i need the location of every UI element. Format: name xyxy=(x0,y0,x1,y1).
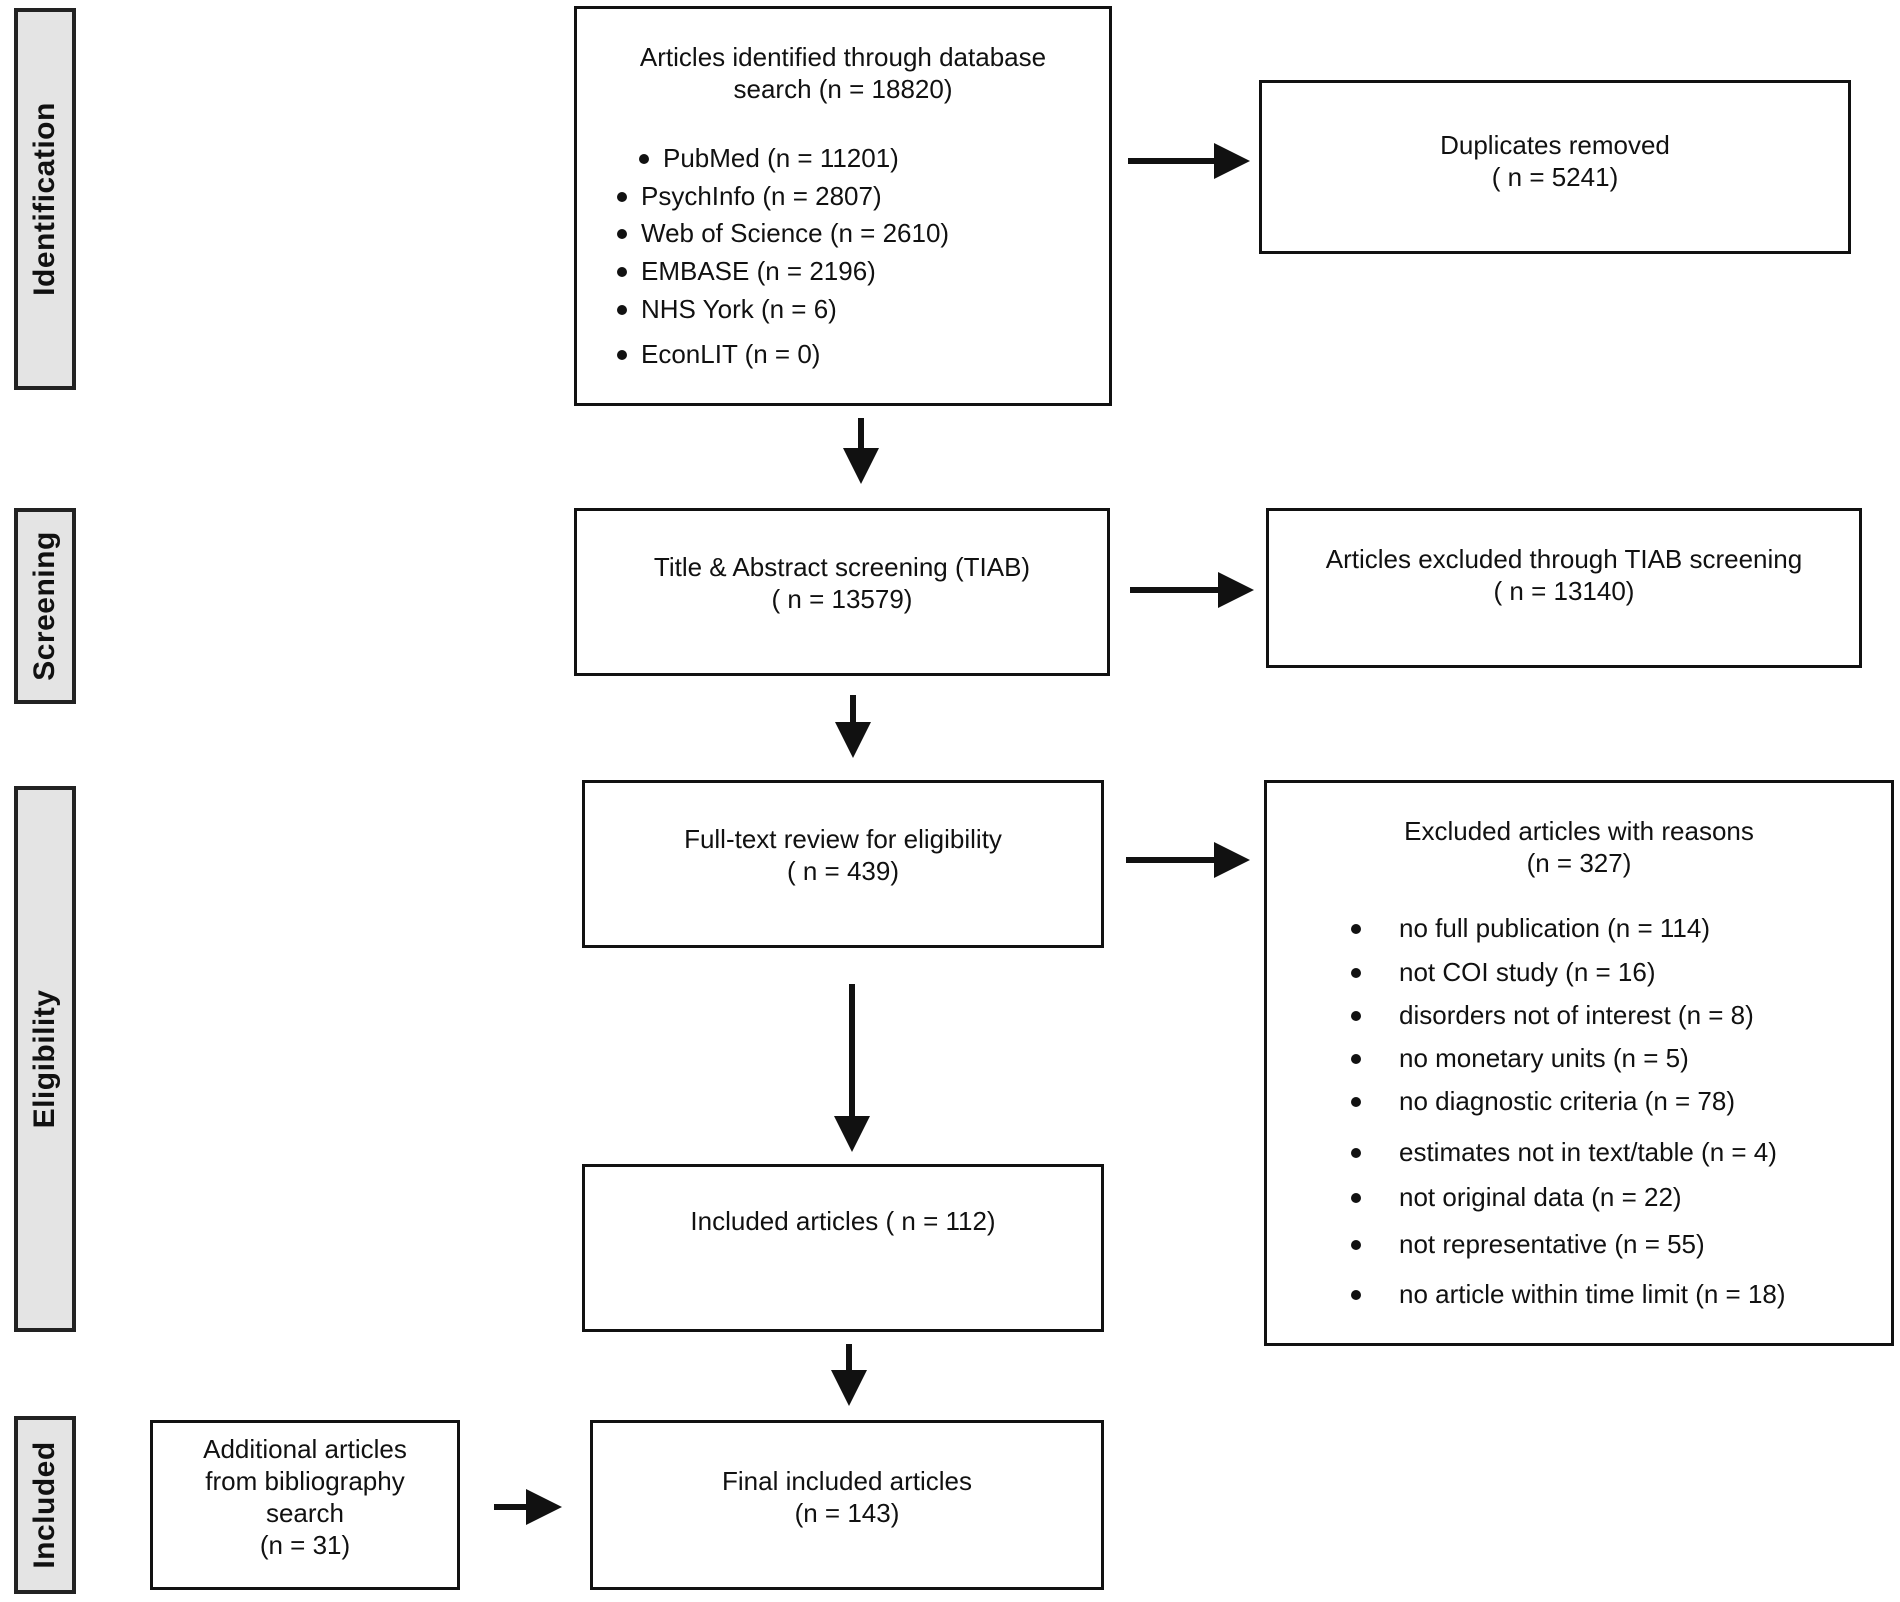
fulltext-line2: ( n = 439) xyxy=(786,856,899,886)
list-item: no article within time limit (n = 18) xyxy=(1351,1279,1786,1309)
final-line2: (n = 143) xyxy=(794,1498,900,1528)
additional-line1: Additional articles xyxy=(203,1434,407,1464)
bullet-icon xyxy=(1351,1011,1361,1021)
duplicates-line1: Duplicates removed xyxy=(1440,130,1670,160)
list-item: not original data (n = 22) xyxy=(1351,1182,1682,1212)
list-item: EconLIT (n = 0) xyxy=(617,339,820,369)
list-item: disorders not of interest (n = 8) xyxy=(1351,1000,1754,1030)
excluded-reasons-line1: Excluded articles with reasons xyxy=(1404,816,1754,846)
bullet-icon xyxy=(617,305,627,315)
list-item: not representative (n = 55) xyxy=(1351,1229,1705,1259)
bullet-icon xyxy=(1351,1148,1361,1158)
exclusion-reason-list: no full publication (n = 114) not COI st… xyxy=(1267,783,1891,1343)
identification-title-line1: Articles identified through database xyxy=(639,42,1047,72)
stage-label-identification: Identification xyxy=(14,8,76,390)
bullet-icon xyxy=(617,350,627,360)
tiab-excluded-box: Articles excluded through TIAB screening… xyxy=(1266,508,1862,668)
list-item: no diagnostic criteria (n = 78) xyxy=(1351,1086,1735,1116)
database-source-list: PubMed (n = 11201) PsychInfo (n = 2807) … xyxy=(577,9,1109,403)
additional-articles-box: Additional articles from bibliography se… xyxy=(150,1420,460,1590)
list-item: PsychInfo (n = 2807) xyxy=(617,181,882,211)
duplicates-box: Duplicates removed ( n = 5241) xyxy=(1259,80,1851,254)
list-item: not COI study (n = 16) xyxy=(1351,957,1656,987)
additional-line3: search xyxy=(265,1498,345,1528)
additional-line4: (n = 31) xyxy=(259,1530,351,1560)
bullet-icon xyxy=(617,192,627,202)
final-line1: Final included articles xyxy=(721,1466,972,1496)
fulltext-line1: Full-text review for eligibility xyxy=(684,824,1002,854)
list-item: no full publication (n = 114) xyxy=(1351,913,1710,943)
identification-box: Articles identified through database sea… xyxy=(574,6,1112,406)
tiab-line1: Title & Abstract screening (TIAB) xyxy=(653,552,1031,582)
stage-label-screening: Screening xyxy=(14,508,76,704)
bullet-icon xyxy=(1351,1054,1361,1064)
list-item: PubMed (n = 11201) xyxy=(639,143,899,173)
bullet-icon xyxy=(1351,1290,1361,1300)
tiab-excluded-line1: Articles excluded through TIAB screening xyxy=(1325,544,1803,574)
tiab-screening-box: Title & Abstract screening (TIAB) ( n = … xyxy=(574,508,1110,676)
list-item: EMBASE (n = 2196) xyxy=(617,256,876,286)
bullet-icon xyxy=(617,267,627,277)
bullet-icon xyxy=(639,154,649,164)
excluded-reasons-line2: (n = 327) xyxy=(1526,848,1632,878)
bullet-icon xyxy=(1351,1097,1361,1107)
list-item: no monetary units (n = 5) xyxy=(1351,1043,1689,1073)
list-item: NHS York (n = 6) xyxy=(617,294,837,324)
final-included-box: Final included articles (n = 143) xyxy=(590,1420,1104,1590)
included-line1: Included articles ( n = 112) xyxy=(690,1206,996,1236)
list-item: Web of Science (n = 2610) xyxy=(617,218,949,248)
identification-title-line2: search (n = 18820) xyxy=(733,74,953,104)
bullet-icon xyxy=(617,229,627,239)
duplicates-line2: ( n = 5241) xyxy=(1491,162,1619,192)
bullet-icon xyxy=(1351,968,1361,978)
stage-label-eligibility: Eligibility xyxy=(14,786,76,1332)
stage-label-included: Included xyxy=(14,1416,76,1594)
excluded-reasons-box: Excluded articles with reasons (n = 327)… xyxy=(1264,780,1894,1346)
list-item: estimates not in text/table (n = 4) xyxy=(1351,1137,1777,1167)
bullet-icon xyxy=(1351,1193,1361,1203)
tiab-excluded-line2: ( n = 13140) xyxy=(1493,576,1635,606)
included-articles-box: Included articles ( n = 112) xyxy=(582,1164,1104,1332)
fulltext-review-box: Full-text review for eligibility ( n = 4… xyxy=(582,780,1104,948)
bullet-icon xyxy=(1351,924,1361,934)
bullet-icon xyxy=(1351,1240,1361,1250)
tiab-line2: ( n = 13579) xyxy=(771,584,913,614)
additional-line2: from bibliography xyxy=(205,1466,405,1496)
